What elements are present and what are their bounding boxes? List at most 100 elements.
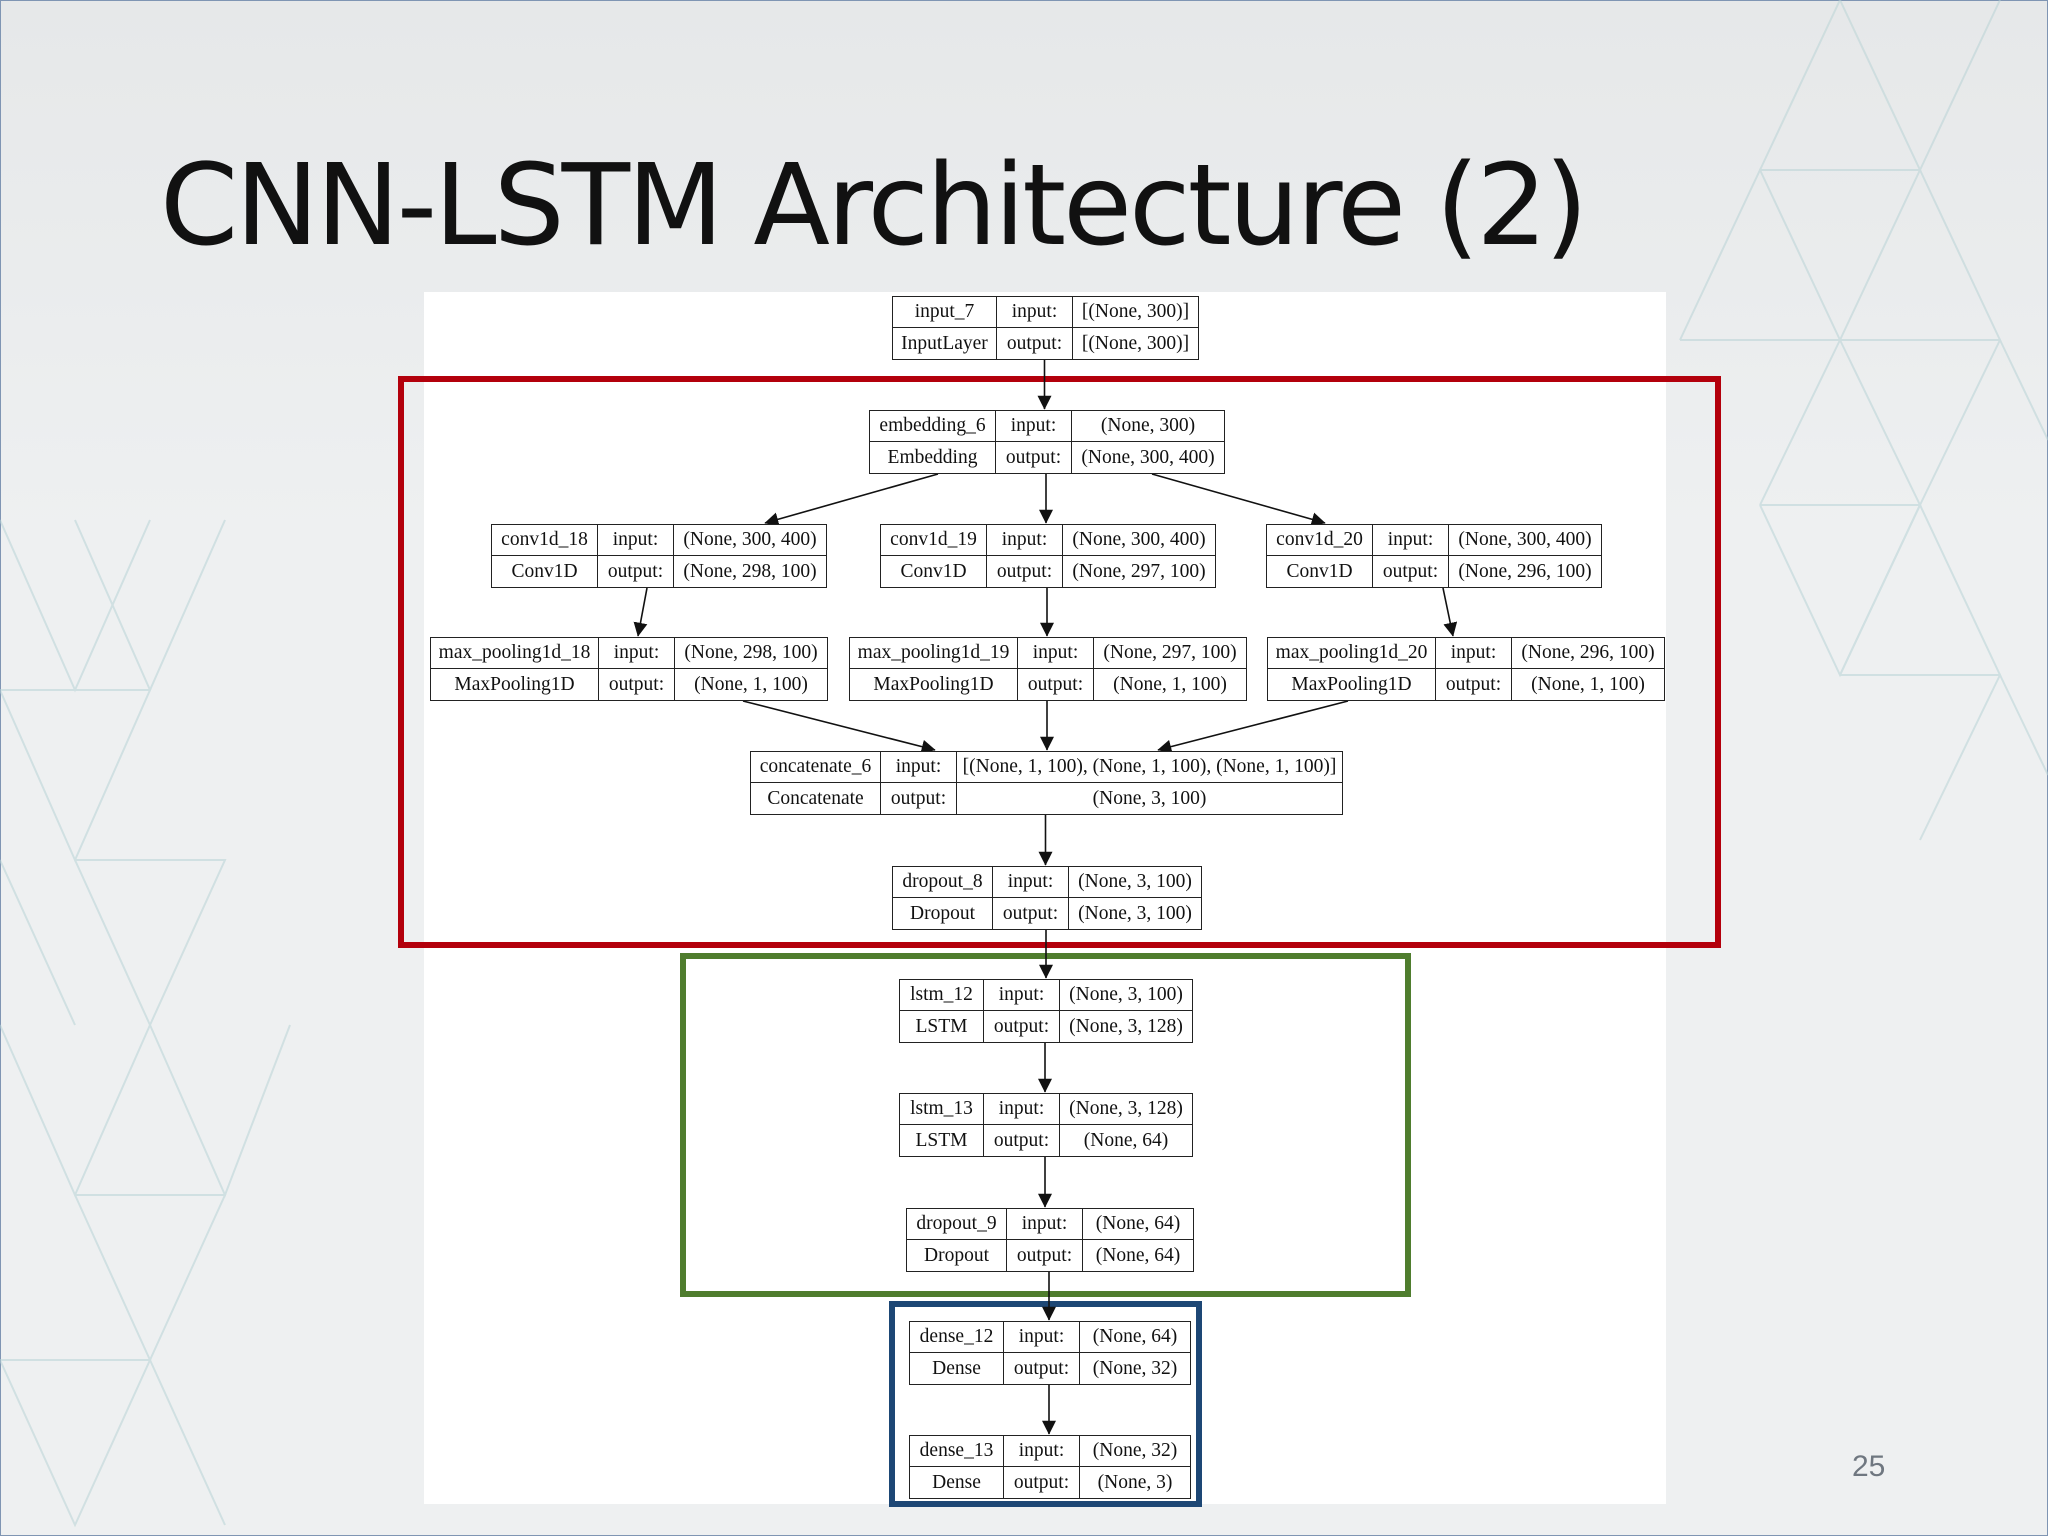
layer-name: lstm_12: [900, 980, 984, 1011]
layer-name: conv1d_20: [1267, 525, 1373, 556]
output-shape: [(None, 300)]: [1081, 332, 1190, 354]
output-label: output:: [1373, 556, 1449, 587]
input-shape: [(None, 1, 100), (None, 1, 100), (None, …: [957, 752, 1342, 783]
input-shape: (None, 3, 128): [1060, 1094, 1192, 1125]
input-shape: (None, 64): [1080, 1322, 1190, 1353]
input-shape: (None, 298, 100): [675, 638, 827, 669]
output-shape: (None, 3, 100): [1092, 787, 1207, 809]
input-shape: (None, 296, 100): [1512, 638, 1664, 669]
input-label: input:: [1004, 1436, 1080, 1467]
layer-type: Embedding: [870, 442, 996, 473]
input-shape: (None, 300, 400): [674, 525, 826, 556]
input-label: input:: [1373, 525, 1449, 556]
output-label: output:: [599, 669, 675, 700]
layer-name: dropout_9: [907, 1209, 1007, 1240]
input-shape: (None, 297, 100): [1094, 638, 1246, 669]
layer-type: MaxPooling1D: [1268, 669, 1436, 700]
output-label: output:: [881, 783, 957, 814]
layer-type: MaxPooling1D: [431, 669, 599, 700]
output-label: output:: [1018, 669, 1094, 700]
layer-name: concatenate_6: [751, 752, 881, 783]
input-label: input:: [984, 1094, 1060, 1125]
output-shape: (None, 1, 100): [1113, 673, 1227, 695]
layer-type: Conv1D: [492, 556, 598, 587]
layer-name: dense_12: [910, 1322, 1004, 1353]
input-shape: [(None, 300)]: [1073, 297, 1198, 328]
output-shape: (None, 3, 100): [1078, 902, 1192, 924]
input-label: input:: [1436, 638, 1512, 669]
input-label: input:: [1004, 1322, 1080, 1353]
output-shape: (None, 64): [1095, 1244, 1181, 1266]
output-shape: (None, 64): [1083, 1129, 1169, 1151]
output-label: output:: [598, 556, 674, 587]
layer-type: Concatenate: [751, 783, 881, 814]
output-shape: (None, 298, 100): [683, 560, 817, 582]
output-shape: (None, 32): [1092, 1357, 1178, 1379]
layer-type: Dense: [910, 1353, 1004, 1384]
output-label: output:: [996, 442, 1072, 473]
layer-type: Dense: [910, 1467, 1004, 1498]
output-label: output:: [987, 556, 1063, 587]
layer-type: Conv1D: [881, 556, 987, 587]
output-label: output:: [1436, 669, 1512, 700]
output-shape: (None, 300, 400): [1081, 446, 1215, 468]
input-label: input:: [1007, 1209, 1083, 1240]
layer-name: max_pooling1d_20: [1268, 638, 1436, 669]
input-label: input:: [993, 867, 1069, 898]
layer-name: embedding_6: [870, 411, 996, 442]
output-shape: (None, 3): [1097, 1471, 1173, 1493]
layer-type: LSTM: [900, 1125, 984, 1156]
input-shape: (None, 300, 400): [1063, 525, 1215, 556]
input-shape: (None, 32): [1080, 1436, 1190, 1467]
output-label: output:: [993, 898, 1069, 929]
output-label: output:: [984, 1125, 1060, 1156]
input-shape: (None, 64): [1083, 1209, 1193, 1240]
layer-name: max_pooling1d_18: [431, 638, 599, 669]
slide-number: 25: [1852, 1450, 1886, 1483]
input-shape: (None, 300): [1072, 411, 1224, 442]
layer-name: conv1d_18: [492, 525, 598, 556]
input-label: input:: [996, 411, 1072, 442]
layer-type: Conv1D: [1267, 556, 1373, 587]
layer-name: max_pooling1d_19: [850, 638, 1018, 669]
cnn-block-highlight: [398, 376, 1721, 948]
slide-title: CNN-LSTM Architecture (2): [160, 141, 1588, 271]
input-label: input:: [599, 638, 675, 669]
input-shape: (None, 3, 100): [1069, 867, 1201, 898]
output-label: output:: [1007, 1240, 1083, 1271]
layer-type: Dropout: [907, 1240, 1007, 1271]
layer-name: lstm_13: [900, 1094, 984, 1125]
layer-name: dropout_8: [893, 867, 993, 898]
dense-block-highlight: [889, 1301, 1202, 1507]
layer-name: conv1d_19: [881, 525, 987, 556]
layer-type: MaxPooling1D: [850, 669, 1018, 700]
input-label: input:: [987, 525, 1063, 556]
layer-type: InputLayer: [893, 328, 997, 359]
output-shape: (None, 296, 100): [1458, 560, 1592, 582]
layer-name: dense_13: [910, 1436, 1004, 1467]
output-shape: (None, 297, 100): [1072, 560, 1206, 582]
output-label: output:: [1004, 1353, 1080, 1384]
output-label: output:: [997, 328, 1073, 359]
output-shape: (None, 3, 128): [1069, 1015, 1183, 1037]
layer-type: LSTM: [900, 1011, 984, 1042]
layer-type: Dropout: [893, 898, 993, 929]
input-label: input:: [881, 752, 957, 783]
output-label: output:: [1004, 1467, 1080, 1498]
layer-name: input_7: [893, 297, 997, 328]
input-label: input:: [598, 525, 674, 556]
